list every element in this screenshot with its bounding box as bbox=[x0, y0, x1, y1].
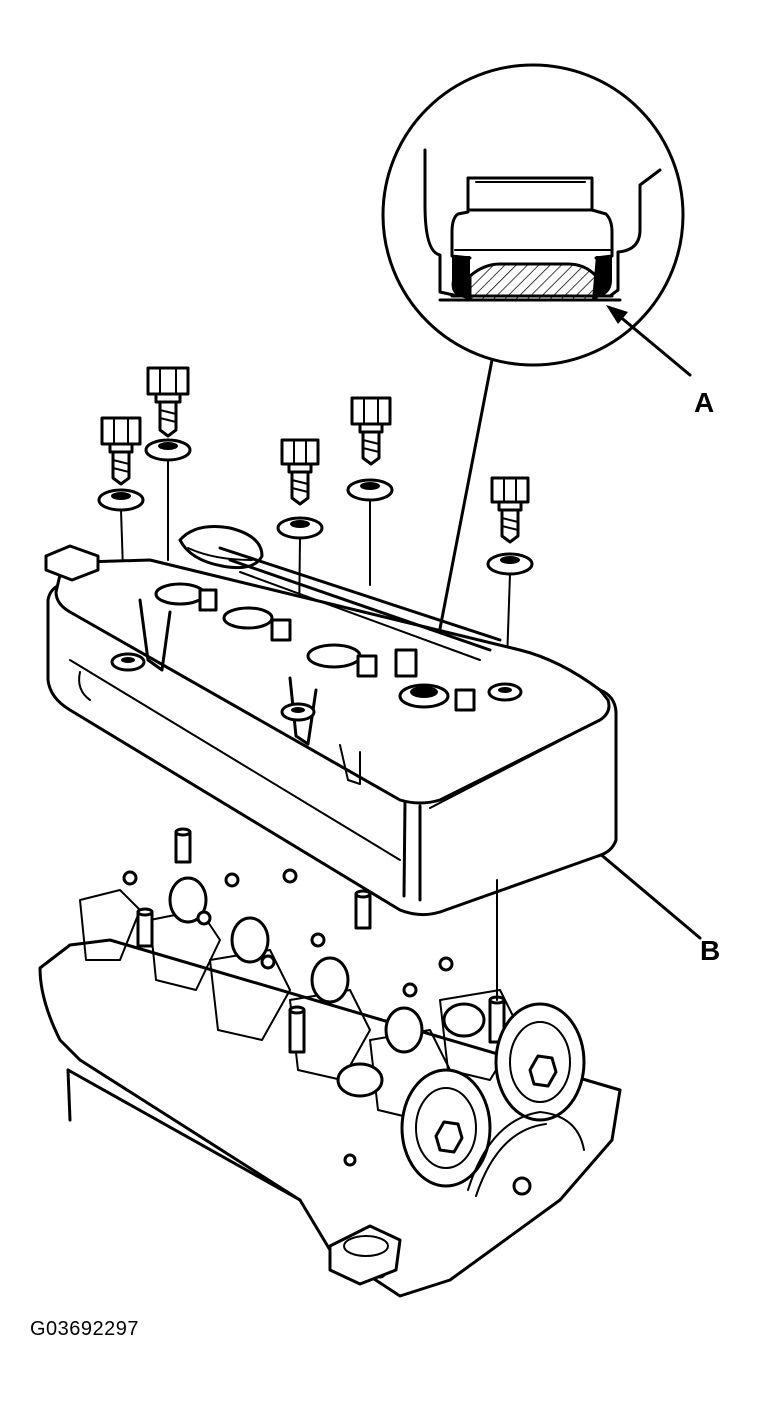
gasket-detail-view bbox=[381, 63, 685, 367]
label-a: A bbox=[694, 387, 714, 418]
label-b: B bbox=[700, 935, 720, 966]
bolt-4 bbox=[346, 396, 394, 586]
studs bbox=[136, 827, 506, 1054]
arrow-a bbox=[606, 305, 692, 377]
bolt-5 bbox=[486, 476, 534, 691]
cylinder-head bbox=[38, 827, 622, 1298]
figure-code: G03692297 bbox=[30, 1318, 140, 1340]
bolt-2 bbox=[97, 416, 145, 661]
bolt-1 bbox=[144, 366, 192, 561]
cam-pulleys bbox=[400, 1002, 586, 1197]
valve-cover bbox=[44, 525, 618, 917]
